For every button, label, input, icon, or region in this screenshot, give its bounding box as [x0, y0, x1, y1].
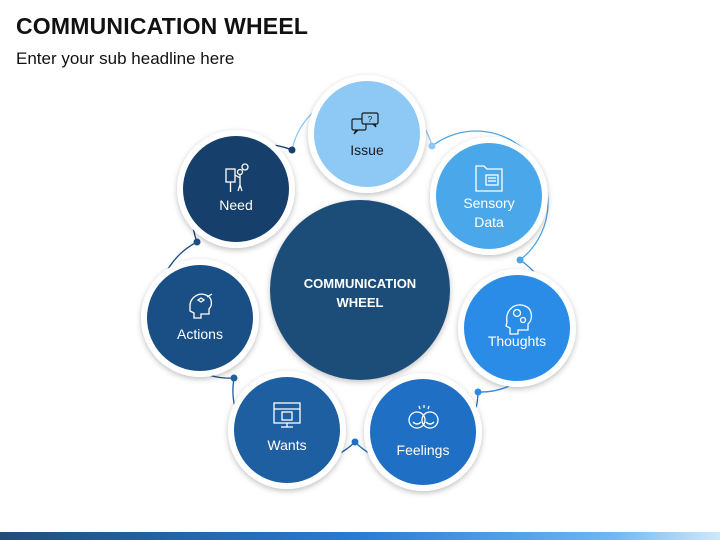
connector-dots: [193, 142, 524, 446]
node-sensory-label-line2: Data: [474, 214, 504, 230]
dot-feelings: [351, 438, 359, 446]
node-feelings-label: Feelings: [397, 442, 450, 458]
folder-icon: [475, 165, 503, 192]
node-wants: Wants: [228, 371, 346, 489]
node-thoughts: Thoughts: [458, 269, 576, 387]
center-label-line2: WHEEL: [337, 295, 384, 310]
bottom-accent-bar: [0, 532, 720, 540]
node-sensory-label-line1: Sensory: [463, 195, 514, 211]
node-wants-label: Wants: [267, 437, 306, 453]
dot-actions: [193, 238, 201, 246]
node-actions: Actions: [141, 259, 259, 377]
dot-need: [288, 146, 296, 154]
dot-sensory: [516, 256, 524, 264]
monitor-want-icon: [273, 402, 301, 428]
dot-thoughts: [474, 388, 482, 396]
page-subtitle: Enter your sub headline here: [16, 49, 235, 68]
chat-question-icon: ?: [351, 112, 379, 135]
svg-text:?: ?: [368, 115, 373, 124]
dot-wants: [230, 374, 238, 382]
page-title: COMMUNICATION WHEEL: [16, 13, 309, 39]
node-actions-label: Actions: [177, 326, 223, 342]
node-need: Need: [177, 130, 295, 248]
head-idea-icon: [189, 293, 213, 319]
node-thoughts-label: Thoughts: [488, 333, 546, 349]
node-sensory-data: Sensory Data: [430, 137, 548, 255]
smiley-faces-icon: [408, 405, 439, 429]
center-circle: COMMUNICATION WHEEL: [270, 200, 450, 380]
node-need-label: Need: [219, 197, 252, 213]
dot-issue: [428, 142, 436, 150]
node-issue-label: Issue: [350, 142, 384, 158]
node-feelings: Feelings: [364, 373, 482, 491]
node-issue: ? Issue: [308, 75, 426, 193]
center-label-line1: COMMUNICATION: [304, 276, 416, 291]
head-gears-icon: [505, 304, 533, 335]
person-presentation-icon: [225, 163, 249, 192]
